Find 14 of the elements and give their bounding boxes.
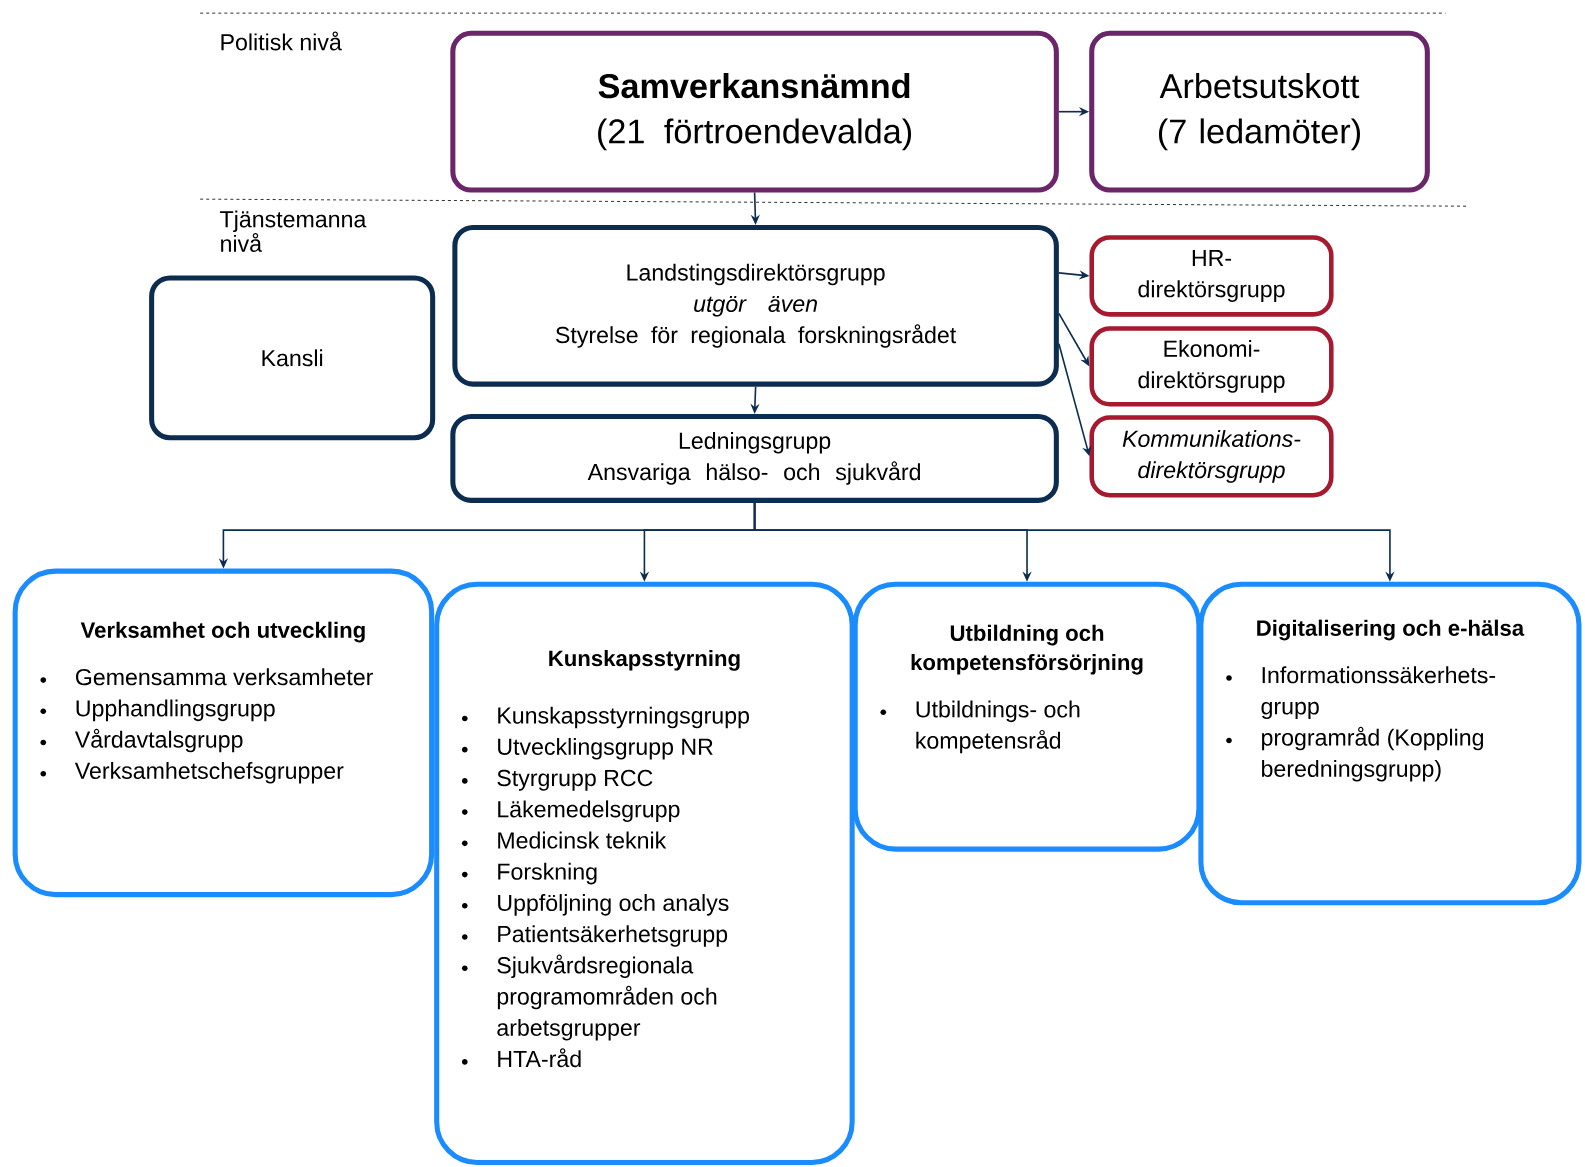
org-box: Landstingsdirektörsgrupp utgör även Styrelse för regionala forskningsrådet	[452, 225, 1059, 387]
group-box: Digitalisering och e-hälsa Informationssäkerhets-grupp programråd (Koppling beredningsgrupp)	[1198, 581, 1582, 906]
level-label: Politisk nivå	[221, 31, 342, 51]
org-box: Ekonomi-direktörsgrupp	[1089, 326, 1334, 407]
group-box: Utbildning och kompetensförsörjning Utbildnings- och kompetensråd	[852, 581, 1202, 852]
level-label: Tjänstemanna nivå	[220, 210, 367, 253]
org-box: Kommunikations-direktörsgrupp	[1089, 415, 1334, 498]
org-box: Arbetsutskott (7 ledamöter)	[1089, 31, 1430, 193]
group-box: Kunskapsstyrning Kunskapsstyrningsgrupp Utvecklingsgrupp NR Styrgrupp RCC Läkemedelsgrupp Medicinsk teknik Forskning Uppföljning och analys Patientsäkerhetsgrupp Sjukvårdsregionala programområden och arbetsgrupper HTA-råd	[434, 581, 855, 1166]
org-box: HR-direktörsgrupp	[1089, 235, 1334, 317]
org-box: Ledningsgrupp Ansvariga hälso- och sjukvård	[450, 414, 1059, 504]
org-box: Kansli	[149, 275, 436, 441]
group-box: Verksamhet och utveckling Gemensamma verksamheter Upphandlingsgrupp Vårdavtalsgrupp Verksamhetschefsgrupper	[12, 568, 435, 898]
org-box: Samverkansnämnd (21 förtroendevalda)	[450, 31, 1059, 193]
